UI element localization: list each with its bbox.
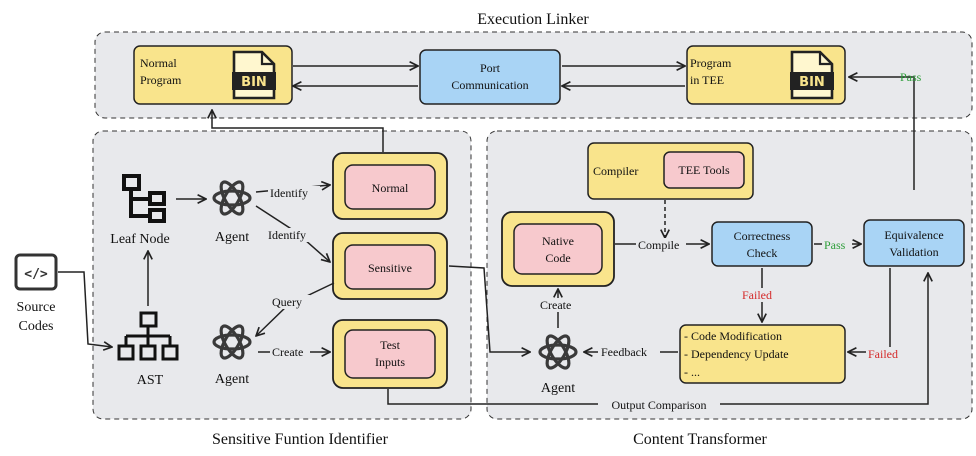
program-tee-label-2: in TEE [690, 73, 724, 87]
bin-file-icon: BIN [232, 50, 276, 100]
normal-label: Normal [372, 181, 409, 195]
failed-label-2: Failed [868, 347, 898, 361]
linker-arrows [293, 66, 915, 190]
normal-program-label-1: Normal [140, 56, 177, 70]
sensitive-identifier-title: Sensitive Funtion Identifier [212, 431, 389, 448]
equivalence-label-1: Equivalence [884, 228, 943, 242]
bin-file-icon: BIN [790, 50, 834, 100]
compiler-node: Compiler TEE Tools [587, 142, 754, 200]
test-inputs-label-1: Test [380, 338, 400, 352]
native-code-label-2: Code [545, 251, 570, 265]
agent-transformer-label: Agent [541, 381, 575, 396]
code-modification-label: - Code Modification [684, 329, 782, 343]
tree-icon [122, 174, 166, 223]
bin-label-1: BIN [241, 75, 267, 90]
pass-label-linker: Pass [900, 70, 922, 84]
port-communication-node: Port Communication [419, 49, 561, 105]
compiler-label: Compiler [593, 164, 638, 178]
program-tee-node: Program in TEE BIN [686, 45, 846, 105]
create-label-1: Create [272, 345, 303, 359]
compile-label: Compile [638, 238, 679, 252]
output-comparison-label: Output Comparison [612, 398, 707, 412]
execution-linker-title: Execution Linker [477, 11, 589, 28]
port-label-1: Port [480, 61, 501, 75]
equivalence-validation-node: Equivalence Validation [863, 219, 965, 267]
modification-node: - Code Modification - Dependency Update … [679, 324, 846, 384]
content-transformer-title: Content Transformer [633, 431, 767, 448]
equivalence-label-2: Validation [889, 245, 938, 259]
tee-tools-label: TEE Tools [678, 163, 730, 177]
native-code-label-1: Native [542, 234, 574, 248]
source-codes-label-1: Source [17, 300, 56, 315]
normal-program-node: Normal Program BIN [133, 45, 293, 105]
code-file-icon: </> [14, 253, 58, 291]
identify-label-1: Identify [270, 186, 308, 200]
failed-label-1: Failed [742, 288, 772, 302]
test-inputs-label-2: Inputs [375, 355, 405, 369]
sensitive-label: Sensitive [368, 261, 412, 275]
agent-bottom-label: Agent [215, 372, 249, 387]
normal-node: Normal [332, 152, 448, 220]
agent-top-label: Agent [215, 230, 249, 245]
bin-label-2: BIN [799, 75, 825, 90]
leaf-node-label: Leaf Node [110, 232, 169, 247]
dependency-update-label: - Dependency Update [684, 347, 789, 361]
test-inputs-node: Test Inputs [332, 319, 448, 389]
svg-text:</>: </> [24, 267, 48, 282]
create-label-2: Create [540, 298, 571, 312]
port-label-2: Communication [451, 78, 528, 92]
pass-label-transformer: Pass [824, 238, 846, 252]
native-code-node: Native Code [501, 211, 615, 287]
sensitive-node: Sensitive [332, 232, 448, 300]
correctness-label-2: Check [747, 246, 778, 260]
hierarchy-icon [117, 311, 179, 361]
ellipsis-label: - ... [684, 365, 700, 379]
source-codes-label-2: Codes [19, 319, 54, 334]
feedback-label: Feedback [601, 345, 647, 359]
correctness-label-1: Correctness [734, 229, 791, 243]
query-label: Query [272, 295, 302, 309]
ast-label: AST [137, 373, 164, 388]
correctness-check-node: Correctness Check [711, 221, 813, 267]
program-tee-label-1: Program [690, 56, 732, 70]
normal-program-label-2: Program [140, 73, 182, 87]
identify-label-2: Identify [268, 228, 306, 242]
